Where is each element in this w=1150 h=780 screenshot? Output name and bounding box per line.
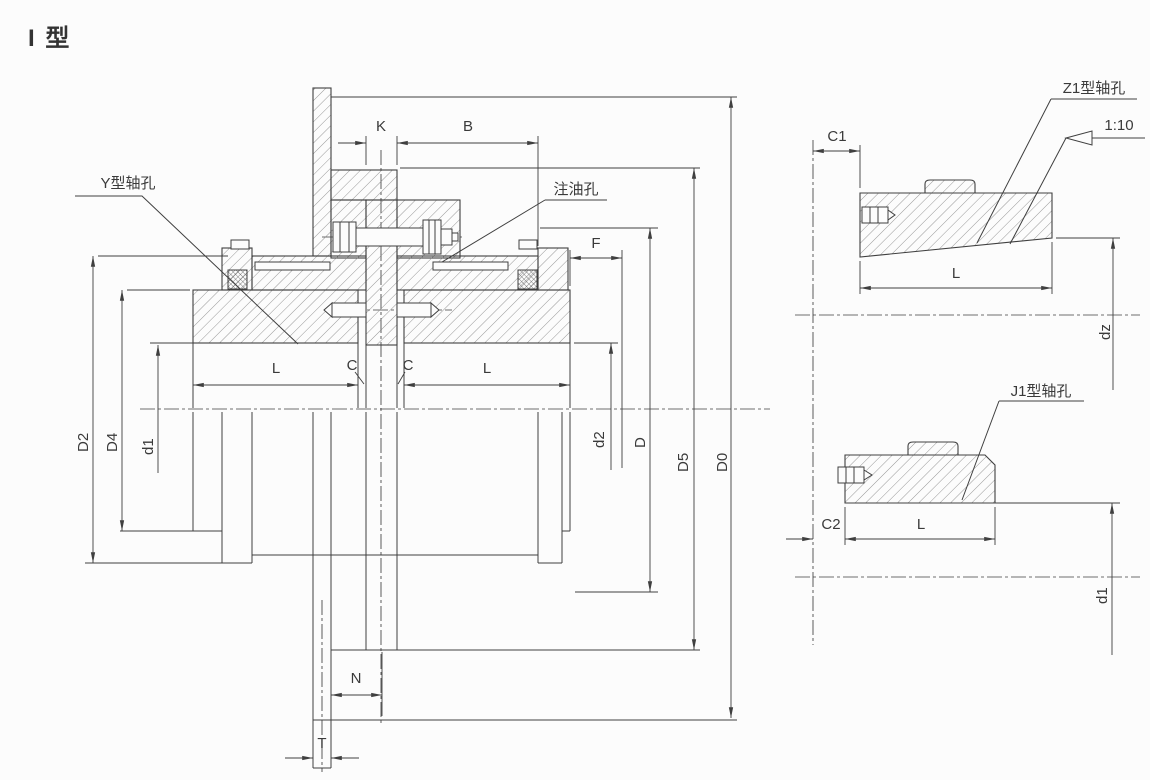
fitted-pins (323, 301, 440, 319)
outer-sleeve-section (221, 239, 569, 291)
dim-D: D (632, 437, 649, 448)
j1-view: L C2 d1 J1型轴孔 (786, 383, 1140, 655)
hub-left-section (192, 289, 359, 344)
bore-edges (192, 343, 571, 408)
page-title: I 型 (28, 25, 72, 52)
callout-oil-hole: 注油孔 (553, 181, 598, 198)
lower-outline (85, 412, 737, 769)
dim-C2: C2 (821, 516, 840, 533)
dim-z1-L: L (952, 265, 960, 282)
j1-callout: J1型轴孔 (961, 383, 1084, 501)
dim-D5: D5 (675, 453, 692, 472)
dim-j1-d1: d1 (1094, 587, 1111, 604)
dim-B: B (463, 118, 473, 135)
taper-flag-icon (1064, 130, 1093, 146)
z1-callout: Z1型轴孔 1:10 (976, 80, 1145, 245)
dim-j1-L: L (917, 516, 925, 533)
dim-D4: D4 (104, 433, 121, 452)
dim-L-left: L (272, 360, 280, 377)
z1-key-plug (924, 179, 976, 194)
j1-setscrew (837, 466, 873, 484)
dim-d1: d1 (140, 438, 157, 455)
dimensions: K B D0 D5 D d2 F D2 D4 d1 (75, 96, 737, 761)
dim-F: F (591, 235, 600, 252)
callouts: Y型轴孔 注油孔 (75, 175, 607, 345)
z1-hub-section (859, 192, 1053, 258)
taper-ratio: 1:10 (1104, 117, 1133, 134)
dim-C-left: C (347, 357, 358, 374)
dim-d2: d2 (591, 431, 608, 448)
callout-j1-bore: J1型轴孔 (1011, 383, 1072, 400)
j1-dimensions: L C2 d1 (786, 502, 1115, 655)
dim-C1: C1 (827, 128, 846, 145)
brake-disc-section (365, 199, 398, 346)
z1-dimensions: L C1 dz (813, 128, 1120, 390)
seal-left (227, 269, 248, 290)
dim-D2: D2 (75, 433, 92, 452)
j1-hub-section (844, 454, 996, 504)
main-view: K B D0 D5 D d2 F D2 D4 d1 (75, 87, 770, 772)
dim-T: T (317, 735, 326, 752)
dim-L-right: L (483, 360, 491, 377)
dim-K: K (376, 118, 386, 135)
dim-C-right: C (403, 357, 414, 374)
j1-key-plug (907, 441, 959, 456)
dim-dz: dz (1097, 324, 1114, 340)
seal-right (517, 269, 538, 290)
callout-z1-bore: Z1型轴孔 (1063, 80, 1126, 97)
dim-N: N (351, 670, 362, 687)
z1-view: L C1 dz Z1型轴孔 1:10 (795, 80, 1145, 645)
callout-y-bore: Y型轴孔 (100, 175, 155, 192)
dim-D0: D0 (714, 453, 731, 472)
flange-bolt (332, 219, 459, 255)
z1-setscrew (861, 206, 896, 224)
